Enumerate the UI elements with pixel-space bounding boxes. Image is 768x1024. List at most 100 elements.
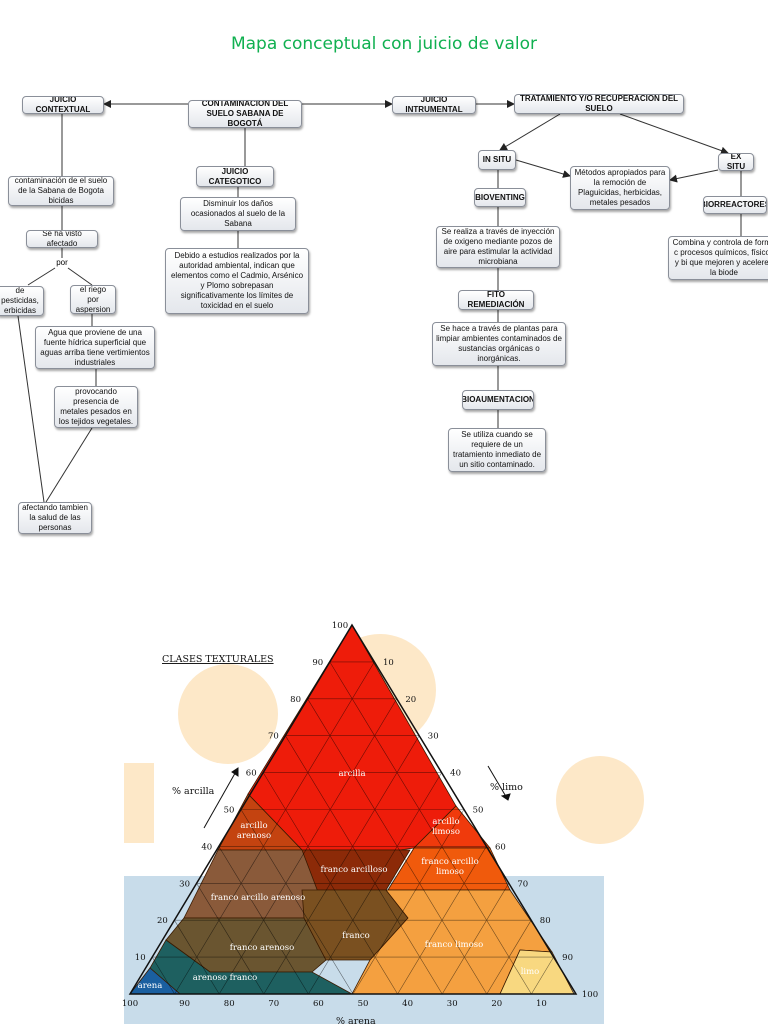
node-fito-remediacion: FITO REMEDIACIÓN: [458, 290, 534, 310]
class-label-fal-l2: limoso: [436, 867, 464, 877]
tick-right-20: 20: [405, 695, 416, 705]
class-label-fal-l1: franco arcillo: [421, 857, 479, 867]
grid-line: [240, 809, 354, 995]
node-contextual-description: contaminación de el suelo de la Sabana d…: [8, 176, 114, 206]
node-biorreactores-desc: Combina y controla de forma c procesos q…: [668, 236, 768, 280]
node-bioventing: BIOVENTING: [474, 188, 526, 207]
tick-right-70: 70: [517, 879, 528, 889]
tick-left-70: 70: [268, 732, 279, 742]
node-in-situ: IN SITU: [478, 150, 516, 170]
grid-line: [329, 661, 532, 995]
class-label-arcillo-arenoso-l1: arcillo: [240, 821, 267, 831]
node-bioaumentacion: BIOAUMENTACION: [462, 390, 534, 410]
axis-arrowhead-limo: [500, 793, 511, 801]
tick-left-10: 10: [135, 953, 146, 963]
tick-left-40: 40: [201, 842, 212, 852]
triangle-heading: CLASES TEXTURALES: [162, 654, 274, 665]
tick-left-80: 80: [290, 695, 301, 705]
page-title: Mapa conceptual con juicio de valor: [230, 34, 538, 54]
grid-line: [151, 956, 175, 995]
tick-left-20: 20: [157, 916, 168, 926]
tick-right-100: 100: [582, 990, 598, 1000]
grid-line: [441, 883, 510, 995]
class-label-franco-arenoso: franco arenoso: [230, 943, 295, 953]
node-tratamiento: TRATAMIENTO Y/O RECUPERACIÓN DEL SUELO: [514, 94, 684, 114]
tick-right-90: 90: [562, 953, 573, 963]
tick-bottom-10: 10: [536, 999, 547, 1009]
axis-arrowhead-arcilla: [231, 767, 239, 777]
tick-bottom-80: 80: [224, 999, 235, 1009]
grid-line: [352, 809, 465, 995]
tick-right-80: 80: [540, 916, 551, 926]
concept-map-connectors: [17, 100, 742, 503]
tick-right-30: 30: [428, 732, 439, 742]
class-label-arena: arena: [138, 981, 163, 991]
node-disminuir: Disminuir los daños ocasionados al suelo…: [180, 197, 296, 231]
grid-line: [531, 956, 554, 995]
node-pesticidas: de pesticidas, erbicidas: [0, 286, 44, 316]
label-por: por: [56, 258, 68, 267]
tick-bottom-50: 50: [358, 999, 369, 1009]
grid-line: [196, 883, 265, 995]
node-bioaumentacion-desc: Se utiliza cuando se requiere de un trat…: [448, 428, 546, 472]
triangle-outline: [128, 623, 578, 995]
tick-right-50: 50: [473, 806, 484, 816]
class-label-arcillo-limoso-l2: limoso: [432, 827, 460, 837]
node-metodos: Métodos apropiados para la remoción de P…: [570, 166, 670, 210]
node-biorreactores: BIORREACTORES: [703, 196, 767, 214]
grid-line: [263, 735, 420, 995]
tick-bottom-70: 70: [268, 999, 279, 1009]
tick-left-30: 30: [179, 879, 190, 889]
class-label-arcilla: arcilla: [338, 769, 365, 779]
grid-line: [174, 920, 220, 995]
node-bioventing-desc: Se realiza a través de inyección de oxig…: [436, 226, 560, 268]
tick-right-60: 60: [495, 842, 506, 852]
node-salud: afectando tambien la salud de las person…: [18, 502, 92, 534]
class-region-franco-arcillo-arenoso: [183, 849, 319, 919]
class-label-arcillo-limoso-l1: arcillo: [432, 817, 459, 827]
node-metales: provocando presencia de metales pesados …: [54, 386, 138, 428]
grid-line: [486, 920, 532, 995]
axis-arrow-limo: [487, 765, 509, 801]
node-debido: Debido a estudios realizados por la auto…: [165, 248, 309, 314]
axis-label-arena: % arena: [336, 1016, 376, 1024]
tick-bottom-100: 100: [122, 999, 138, 1009]
tick-left-50: 50: [224, 806, 235, 816]
tick-left-90: 90: [312, 658, 323, 668]
class-label-franco-arcilloso: franco arcilloso: [321, 865, 388, 875]
class-label-franco-limoso: franco limoso: [425, 940, 483, 950]
tick-bottom-60: 60: [313, 999, 324, 1009]
axis-label-arcilla: % arcilla: [172, 786, 215, 797]
tick-right-10: 10: [383, 658, 394, 668]
class-label-arenoso-franco: arenoso franco: [193, 973, 258, 983]
tick-bottom-30: 30: [447, 999, 458, 1009]
class-label-limo: limo: [521, 967, 540, 977]
node-juicio-instrumental: JUICIO INTRUMENTAL: [392, 96, 476, 114]
axis-arrow-arcilla: [203, 767, 239, 829]
tick-left-60: 60: [246, 769, 257, 779]
grid-line: [174, 661, 375, 995]
class-label-franco: franco: [342, 931, 370, 941]
tick-left-100: 100: [332, 621, 348, 631]
node-ex-situ: EX SITU: [718, 153, 754, 171]
node-juicio-contextual: JUICIO CONTEXTUAL: [22, 96, 104, 114]
grid-line: [218, 846, 309, 995]
tick-bottom-40: 40: [402, 999, 413, 1009]
node-agua: Agua que proviene de una fuente hídrica …: [35, 326, 155, 369]
tick-bottom-20: 20: [491, 999, 502, 1009]
node-riego: el riego por aspersion: [70, 285, 116, 314]
class-label-arcillo-arenoso-l2: arenoso: [237, 831, 271, 841]
tick-right-40: 40: [450, 769, 461, 779]
node-central-topic: CONTAMINACION DEL SUELO SABANA DE BOGOTÁ: [188, 100, 302, 128]
node-juicio-categorico: JUICIO CATEGOTICO: [196, 166, 274, 187]
axis-label-limo: % limo: [490, 782, 523, 793]
tick-bottom-90: 90: [179, 999, 190, 1009]
grid-line: [285, 735, 443, 995]
node-visto-afectado: Se ha visto afectado: [26, 230, 98, 248]
grid-line: [397, 846, 487, 995]
node-fito-desc: Se hace a través de plantas para limpiar…: [432, 322, 566, 366]
